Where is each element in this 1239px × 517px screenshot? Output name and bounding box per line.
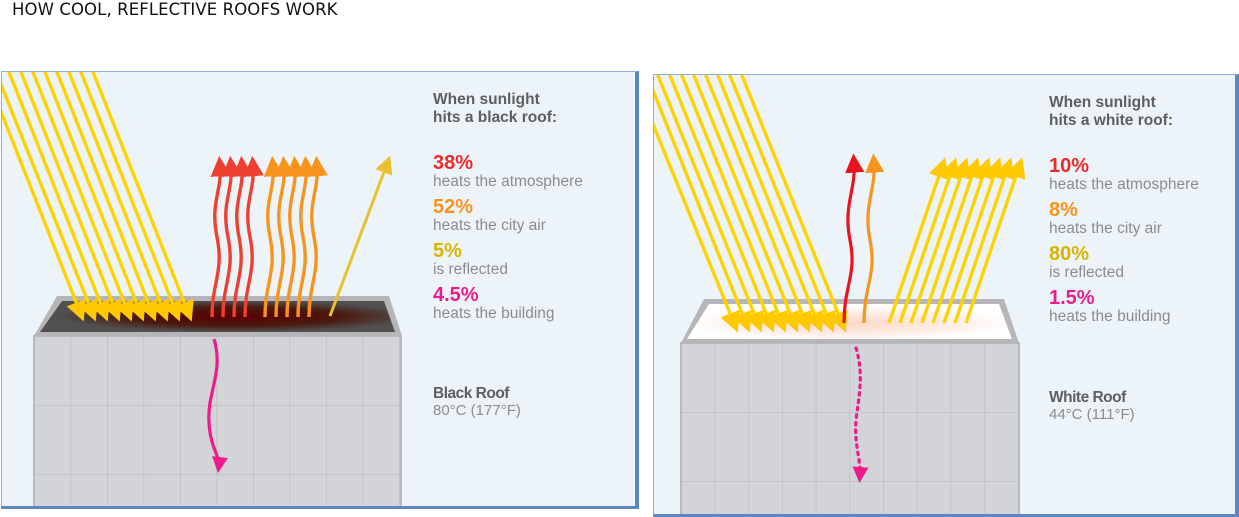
building-heat-arrow: [852, 346, 869, 483]
legend-item-atmosphere: 38% heats the atmosphere: [433, 152, 583, 190]
legend-item-atmosphere: 10% heats the atmosphere: [1049, 155, 1199, 193]
legend-item-city-air: 52% heats the city air: [433, 196, 546, 234]
legend-item-building: 1.5% heats the building: [1049, 287, 1171, 325]
page-title: HOW COOL, REFLECTIVE ROOFS WORK: [12, 0, 338, 19]
black-roof-illustration: [2, 72, 402, 506]
white-roof-surface: [687, 304, 1012, 339]
city-air-heat-waves: [263, 155, 328, 318]
legend-item-building: 4.5% heats the building: [433, 284, 555, 322]
legend-heading: When sunlight hits a black roof:: [433, 91, 558, 126]
legend-item-reflected: 5% is reflected: [433, 240, 508, 278]
legend-heading: When sunlight hits a white roof:: [1049, 94, 1173, 129]
atmosphere-heat-wave: [842, 153, 865, 324]
black-roof-surface: [40, 301, 395, 332]
black-roof-panel: When sunlight hits a black roof: 38% hea…: [1, 71, 639, 509]
city-air-heat-wave: [862, 153, 885, 324]
atmosphere-heat-waves: [210, 155, 264, 318]
black-roof-legend: When sunlight hits a black roof: 38% hea…: [433, 91, 583, 419]
reflected-rays: [887, 157, 1026, 324]
white-roof-panel: When sunlight hits a white roof: 10% hea…: [653, 74, 1239, 517]
roof-summary: White Roof 44°C (111°F): [1049, 389, 1135, 423]
incoming-sunlight-rays: [2, 72, 194, 322]
roof-summary: Black Roof 80°C (177°F): [433, 385, 521, 419]
reflected-ray: [328, 155, 393, 317]
white-roof-illustration: [654, 75, 1026, 514]
white-roof-legend: When sunlight hits a white roof: 10% hea…: [1049, 94, 1199, 423]
building-heat-arrow: [207, 338, 228, 473]
incoming-sunlight-rays: [654, 75, 848, 333]
legend-item-reflected: 80% is reflected: [1049, 243, 1124, 281]
legend-item-city-air: 8% heats the city air: [1049, 199, 1162, 237]
building-body: [680, 342, 1020, 514]
